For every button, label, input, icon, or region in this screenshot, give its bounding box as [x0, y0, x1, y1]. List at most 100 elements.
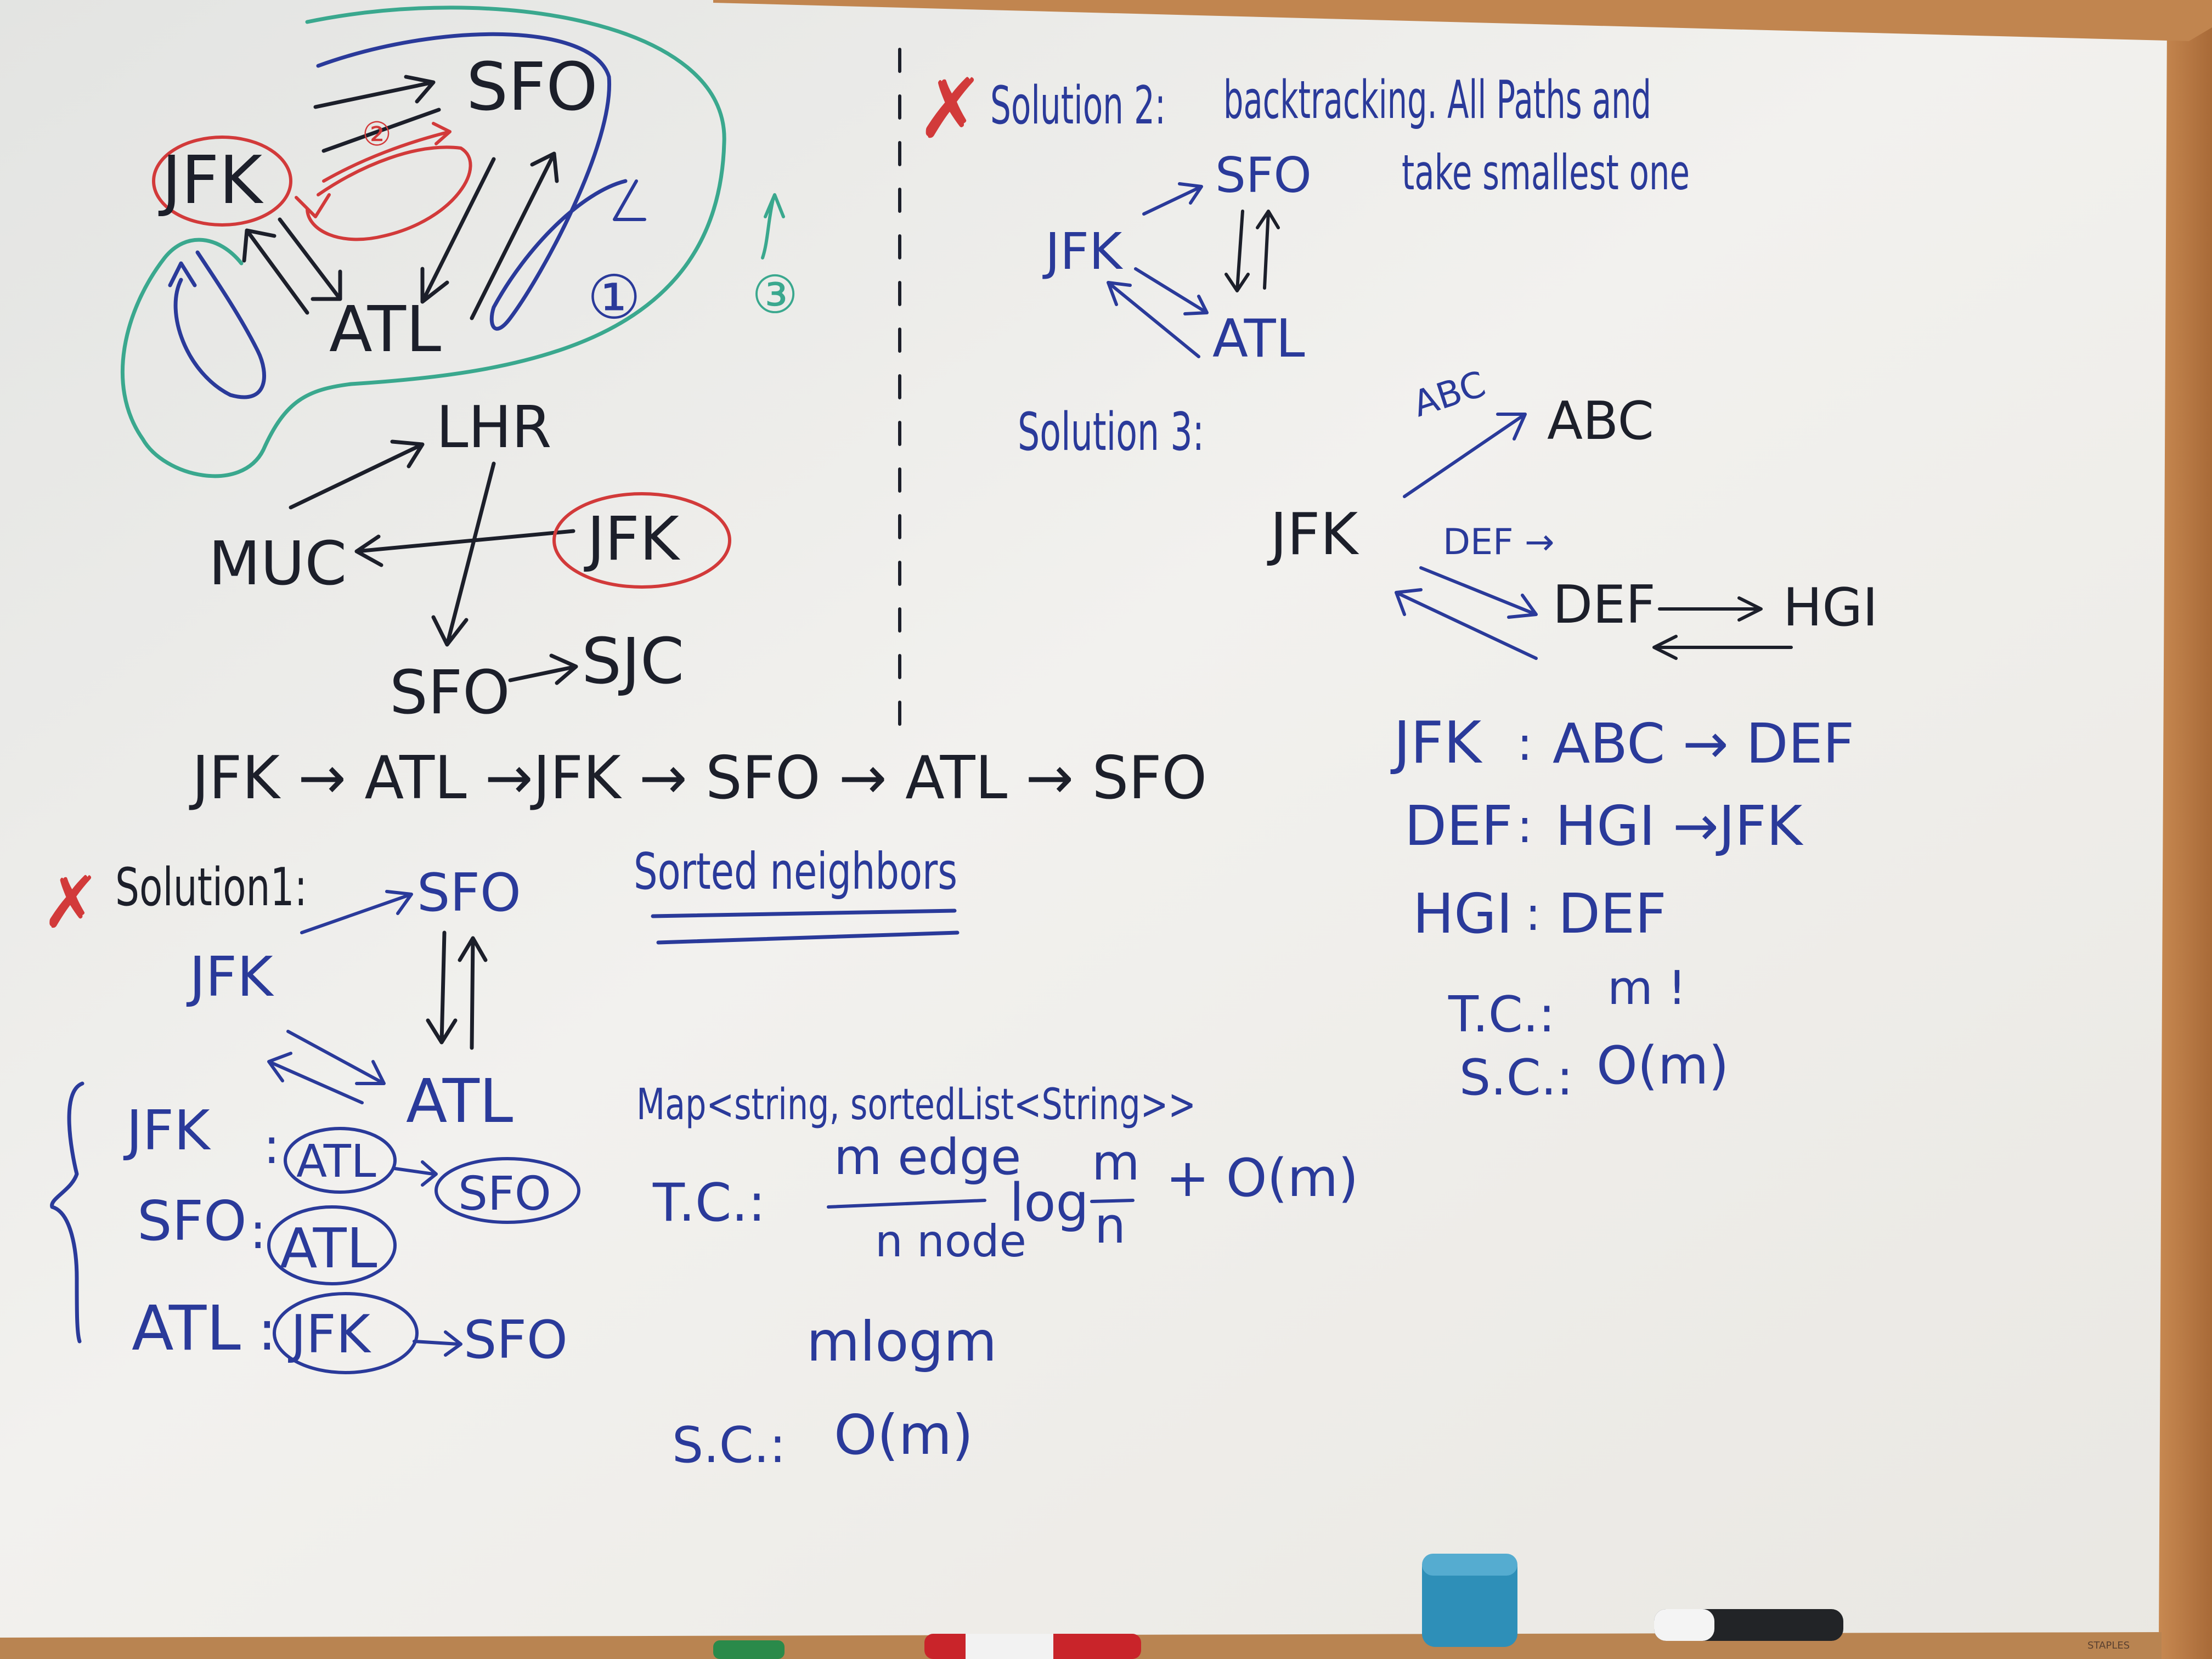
green-marker	[713, 1640, 785, 1659]
sol1-adj-item-2-0: JFK	[288, 1305, 372, 1365]
edge-atl-jfk	[242, 228, 309, 315]
sol1-arrow-0	[393, 1160, 438, 1187]
sol3-node-def: DEF	[1553, 575, 1656, 635]
sol1-sc-label: S.C.:	[672, 1417, 786, 1474]
sol2-edge-sfo-atl	[1224, 210, 1250, 292]
edge-atl-sfo	[470, 151, 559, 320]
red-loop-arrow	[322, 122, 452, 183]
sol1-title: Solution1:	[115, 857, 307, 918]
sol3-adj-sep-0: :	[1517, 717, 1533, 771]
sol1-tc-frac2-bar	[1090, 1199, 1135, 1203]
sol3-edge-jfk-def	[1419, 566, 1538, 619]
sol1-sc-value: O(m)	[834, 1403, 973, 1467]
sol1-mark: ✗	[41, 861, 101, 944]
sol1-adj-item-2-1: SFO	[464, 1310, 568, 1370]
board-frame-right	[2156, 0, 2212, 1659]
sol1-tc-label: T.C.:	[652, 1173, 766, 1233]
graph-1: JFK SFO ATL ① ② ③	[120, 5, 798, 478]
sol1-adj-key-1: SFO	[137, 1189, 247, 1253]
sol1-adj-key-0: JFK	[123, 1098, 211, 1163]
sol2-edge-jfk-sfo	[1142, 182, 1203, 216]
sol1-circle-sfo-0	[435, 1157, 580, 1224]
sol1-adj-key-2: ATL	[132, 1293, 241, 1364]
sol1-note-underline	[651, 909, 960, 945]
edge-jfk-sfo-2	[321, 108, 441, 153]
sol1-edge-jfk-atl	[286, 1030, 386, 1085]
sol1-adj-sep-1: :	[250, 1203, 266, 1260]
sol1-node-sfo: SFO	[417, 863, 521, 923]
black-marker	[1654, 1609, 1843, 1641]
sol3-adj-key-2: HGI	[1413, 882, 1513, 946]
sol3-adj-sep-1: :	[1517, 799, 1533, 854]
sol1-edge-atl-sfo	[458, 936, 488, 1050]
solution-2: ✗ Solution 2: backtracking. All Paths an…	[916, 61, 1690, 369]
sol3-title: Solution 3:	[1018, 402, 1204, 462]
sol1-tc-plus: + O(m)	[1166, 1148, 1358, 1209]
sol1-adj-item-0-0: ATL	[296, 1136, 376, 1188]
sol2-node-atl: ATL	[1212, 309, 1305, 369]
sol1-node-jfk: JFK	[186, 945, 274, 1009]
blue-loop-left	[168, 250, 266, 399]
g1-node-atl: ATL	[329, 293, 441, 366]
sol2-title: Solution 2:	[990, 76, 1166, 136]
loop-1-arrow	[613, 179, 646, 221]
loop-3-arrow	[761, 193, 785, 259]
g2-node-jfk: JFK	[584, 504, 681, 574]
sol2-mark: ✗	[916, 61, 985, 157]
sol1-arrow-2	[413, 1330, 462, 1357]
g2-node-lhr: LHR	[436, 394, 551, 461]
sol1-circle-atl-0	[284, 1127, 397, 1194]
sol3-adj-val-0: ABC → DEF	[1553, 712, 1854, 776]
sol3-edge-def-hgi	[1658, 596, 1763, 622]
edge-lhr-sfo	[431, 461, 496, 647]
edge-jfk-sfo	[313, 75, 436, 109]
red-loop	[295, 145, 472, 241]
sol2-edge-atl-sfo	[1256, 210, 1280, 290]
edge-sfo-sjc	[508, 653, 578, 685]
sol3-tc-value: m !	[1607, 961, 1686, 1015]
blue-loop-right	[316, 32, 628, 331]
sol3-adj-val-1: HGI →JFK	[1555, 794, 1804, 858]
jfk-red-circle-2	[552, 492, 731, 589]
sol3-adj-key-1: DEF	[1404, 794, 1513, 858]
sol1-brace	[50, 1081, 84, 1344]
sol3-edge-def-jfk	[1395, 588, 1538, 660]
sol3-sc-label: S.C.:	[1459, 1049, 1573, 1107]
sol3-edge-jfk-abc	[1403, 413, 1527, 498]
solution-3: Solution 3: ABC DEF → ABC JFK DEF HGI JF…	[1018, 364, 1878, 1107]
sol1-adj-item-1-0: ATL	[280, 1216, 377, 1280]
sol3-adj-sep-2: :	[1525, 887, 1541, 941]
sol3-tc-label: T.C.:	[1448, 986, 1555, 1043]
itinerary: JFK → ATL →JFK → SFO → ATL → SFO	[189, 744, 1207, 812]
sol1-map-type: Map<string, sortedList<String>>	[636, 1080, 1196, 1130]
loop-label-3: ③	[752, 265, 798, 325]
sol1-tc-frac-den: n	[1094, 1197, 1126, 1255]
sol3-edge-hgi-def	[1652, 635, 1793, 660]
sol3-node-hgi: HGI	[1783, 578, 1878, 638]
sol2-node-jfk: JFK	[1042, 222, 1124, 281]
solution-1: ✗ Solution1: Sorted neighbors SFO JFK AT…	[41, 842, 1358, 1474]
green-outer-loop	[120, 5, 726, 478]
edge-sfo-atl	[420, 157, 496, 304]
graph-2: LHR MUC JFK SFO SJC	[208, 394, 731, 727]
sol1-circle-atl-1	[267, 1205, 397, 1285]
sol1-tc-simplified: mlogm	[806, 1310, 997, 1374]
red-marker	[924, 1634, 1141, 1659]
sol3-sc-value: O(m)	[1596, 1036, 1729, 1096]
g2-node-sjc: SJC	[582, 625, 684, 698]
sol1-tc-fraction-bar	[827, 1199, 986, 1209]
sol1-tc-log: log	[1009, 1173, 1089, 1233]
sol2-note-line2: take smallest one	[1402, 144, 1690, 201]
eraser	[1422, 1554, 1517, 1647]
sol3-node-abc: ABC	[1547, 391, 1654, 452]
board-frame-top	[713, 0, 2212, 41]
sol2-edge-atl-jfk	[1107, 281, 1200, 358]
sol1-edge-atl-jfk	[267, 1052, 364, 1104]
sol1-adj-sep-0: :	[263, 1118, 280, 1175]
sol1-tc-denominator: n node	[875, 1216, 1026, 1267]
sol1-edge-sfo-atl	[426, 930, 458, 1045]
sol1-tc-frac-num: m	[1092, 1134, 1140, 1192]
sol1-circle-jfk-2	[273, 1292, 419, 1374]
